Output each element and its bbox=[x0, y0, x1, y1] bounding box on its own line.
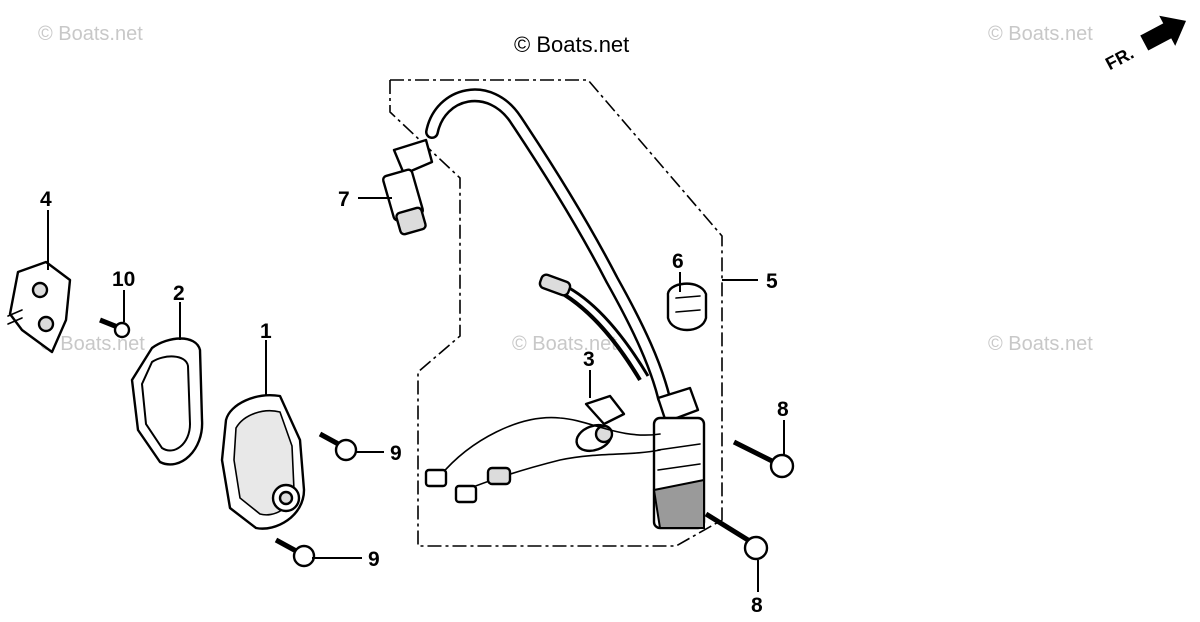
bolt bbox=[274, 537, 316, 568]
plug-cap bbox=[381, 138, 434, 236]
callout-8: 8 bbox=[777, 398, 789, 421]
callout-2: 2 bbox=[173, 282, 185, 305]
callout-8: 8 bbox=[751, 594, 763, 617]
arrow-right-icon bbox=[1140, 15, 1187, 51]
gasket bbox=[130, 337, 204, 466]
ignition-coil bbox=[425, 88, 706, 530]
copyright-label: © Boats.net bbox=[514, 32, 629, 57]
watermark: © Boats.net bbox=[40, 333, 145, 355]
callout-1: 1 bbox=[260, 320, 272, 343]
direction-indicator: FR. bbox=[1102, 15, 1187, 74]
screw bbox=[99, 317, 131, 339]
direction-label: FR. bbox=[1102, 43, 1137, 74]
callout-7: 7 bbox=[338, 188, 350, 211]
watermark: © Boats.net bbox=[38, 23, 143, 45]
callout-4: 4 bbox=[40, 188, 52, 211]
cover bbox=[220, 394, 306, 530]
bolt bbox=[318, 431, 358, 462]
bolt bbox=[704, 511, 769, 561]
callout-5: 5 bbox=[766, 270, 778, 293]
callout-9: 9 bbox=[390, 442, 402, 465]
callout-3: 3 bbox=[583, 348, 595, 371]
callout-10: 10 bbox=[112, 268, 135, 291]
watermark: © Boats.net bbox=[988, 333, 1093, 355]
grommet bbox=[666, 282, 708, 332]
watermark: © Boats.net bbox=[988, 23, 1093, 45]
switch bbox=[7, 260, 72, 354]
callout-6: 6 bbox=[672, 250, 684, 273]
watermark: © Boats.net bbox=[512, 333, 617, 355]
callout-9: 9 bbox=[368, 548, 380, 571]
condenser bbox=[424, 394, 661, 504]
assembly-boundary bbox=[389, 79, 723, 547]
bolt bbox=[732, 439, 795, 479]
